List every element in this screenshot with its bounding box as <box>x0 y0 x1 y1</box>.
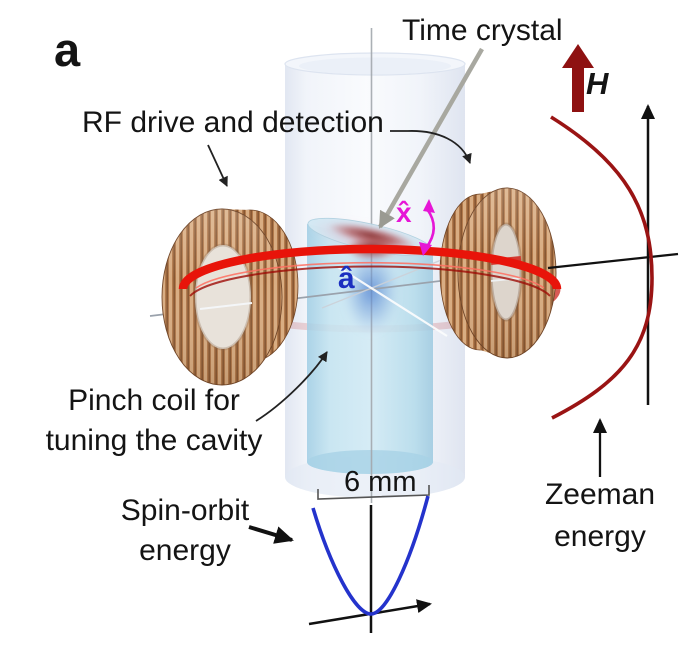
rf-pointer-arrow-left <box>207 144 228 187</box>
rf-coil-left <box>161 208 299 386</box>
pinch-coil-ring <box>178 244 562 297</box>
spin-orbit-label-line1: Spin-orbit <box>120 494 250 527</box>
time-crystal-label: Time crystal <box>402 14 563 47</box>
zeeman-energy-plot <box>547 104 679 477</box>
spin-orbit-label: Spin-orbit energy <box>98 491 272 571</box>
spin-orbit-energy-plot <box>308 485 432 633</box>
rf-drive-label: RF drive and detection <box>82 106 384 139</box>
zeeman-label-line1: Zeeman <box>544 478 656 511</box>
diameter-bracket <box>317 485 430 500</box>
rf-pointer-arrow-right <box>390 130 472 164</box>
pinch-coil-label-line1: Pinch coil for <box>68 384 240 417</box>
zeeman-label-line2: energy <box>554 520 646 553</box>
diameter-label: 6 mm <box>344 466 417 498</box>
zeeman-energy-label: Zeeman energy <box>526 474 674 558</box>
h-field-label: H <box>586 66 609 101</box>
a-hat-condensate-blob <box>343 247 399 335</box>
pinch-coil-label: Pinch coil for tuning the cavity <box>26 381 282 461</box>
h-field-arrow <box>562 44 594 112</box>
spin-orbit-label-line2: energy <box>139 534 231 567</box>
panel-label: a <box>54 23 81 76</box>
x-hat-label: x̂ <box>396 197 412 228</box>
pinch-coil-label-line2: tuning the cavity <box>45 424 263 457</box>
rf-coil-right <box>439 187 557 359</box>
time-crystal-pointer-arrow <box>378 47 484 229</box>
pinch-pointer-arrow <box>255 351 328 422</box>
x-hat-precession-arrow <box>419 199 436 256</box>
spin-orbit-pointer-arrow <box>248 525 294 544</box>
pointer-arrows <box>207 47 484 544</box>
a-hat-label: â <box>338 262 355 295</box>
